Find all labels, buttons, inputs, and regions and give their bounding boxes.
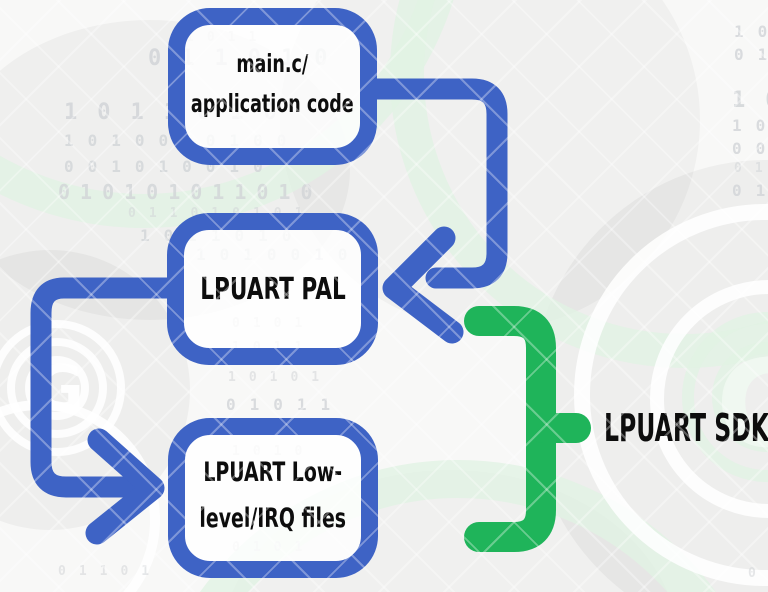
binary-row: 10101 [228,370,333,385]
arrow-pal-to-low-shaft [30,277,179,498]
box-main-label-line2: application code [191,88,354,118]
binary-row: 01011 [226,395,345,414]
box-lpuart-low-level: LPUART Low- level/IRQ files [168,418,378,578]
binary-row: 100 [732,88,768,113]
box-main-application-code: main.c/ application code [168,8,377,165]
arrow-pal-to-low-head [85,428,165,545]
binary-row: 011 [732,181,768,200]
binary-row: 101 [734,22,768,41]
binary-row: 010101011010 [58,180,323,204]
binary-row: 011 [734,45,768,64]
binary-row: 010 [734,161,768,176]
arrow-main-to-pal-head [382,226,464,344]
g-logo-right: G [716,336,768,475]
box-main-label-line1: main.c/ [236,48,309,78]
box-pal-label-line1: LPUART PAL [199,271,346,307]
binary-row: 01101 [58,564,163,579]
arrow-main-to-pal-shaft [362,78,508,289]
box-lpuart-pal: LPUART PAL [167,213,378,365]
binary-row: 01 [748,566,768,581]
box-low-label: LPUART Low- level/IRQ files [200,450,347,546]
box-pal-label: LPUART PAL [200,272,345,307]
box-main-label: main.c/ application code [191,44,354,130]
binary-row: 101 [732,116,768,135]
sdk-brace-label: LPUART SDK [604,406,768,450]
box-low-label-line2: level/IRQ files [199,503,347,534]
box-low-label-line1: LPUART Low- [203,457,343,488]
binary-row: 001 [732,139,768,158]
